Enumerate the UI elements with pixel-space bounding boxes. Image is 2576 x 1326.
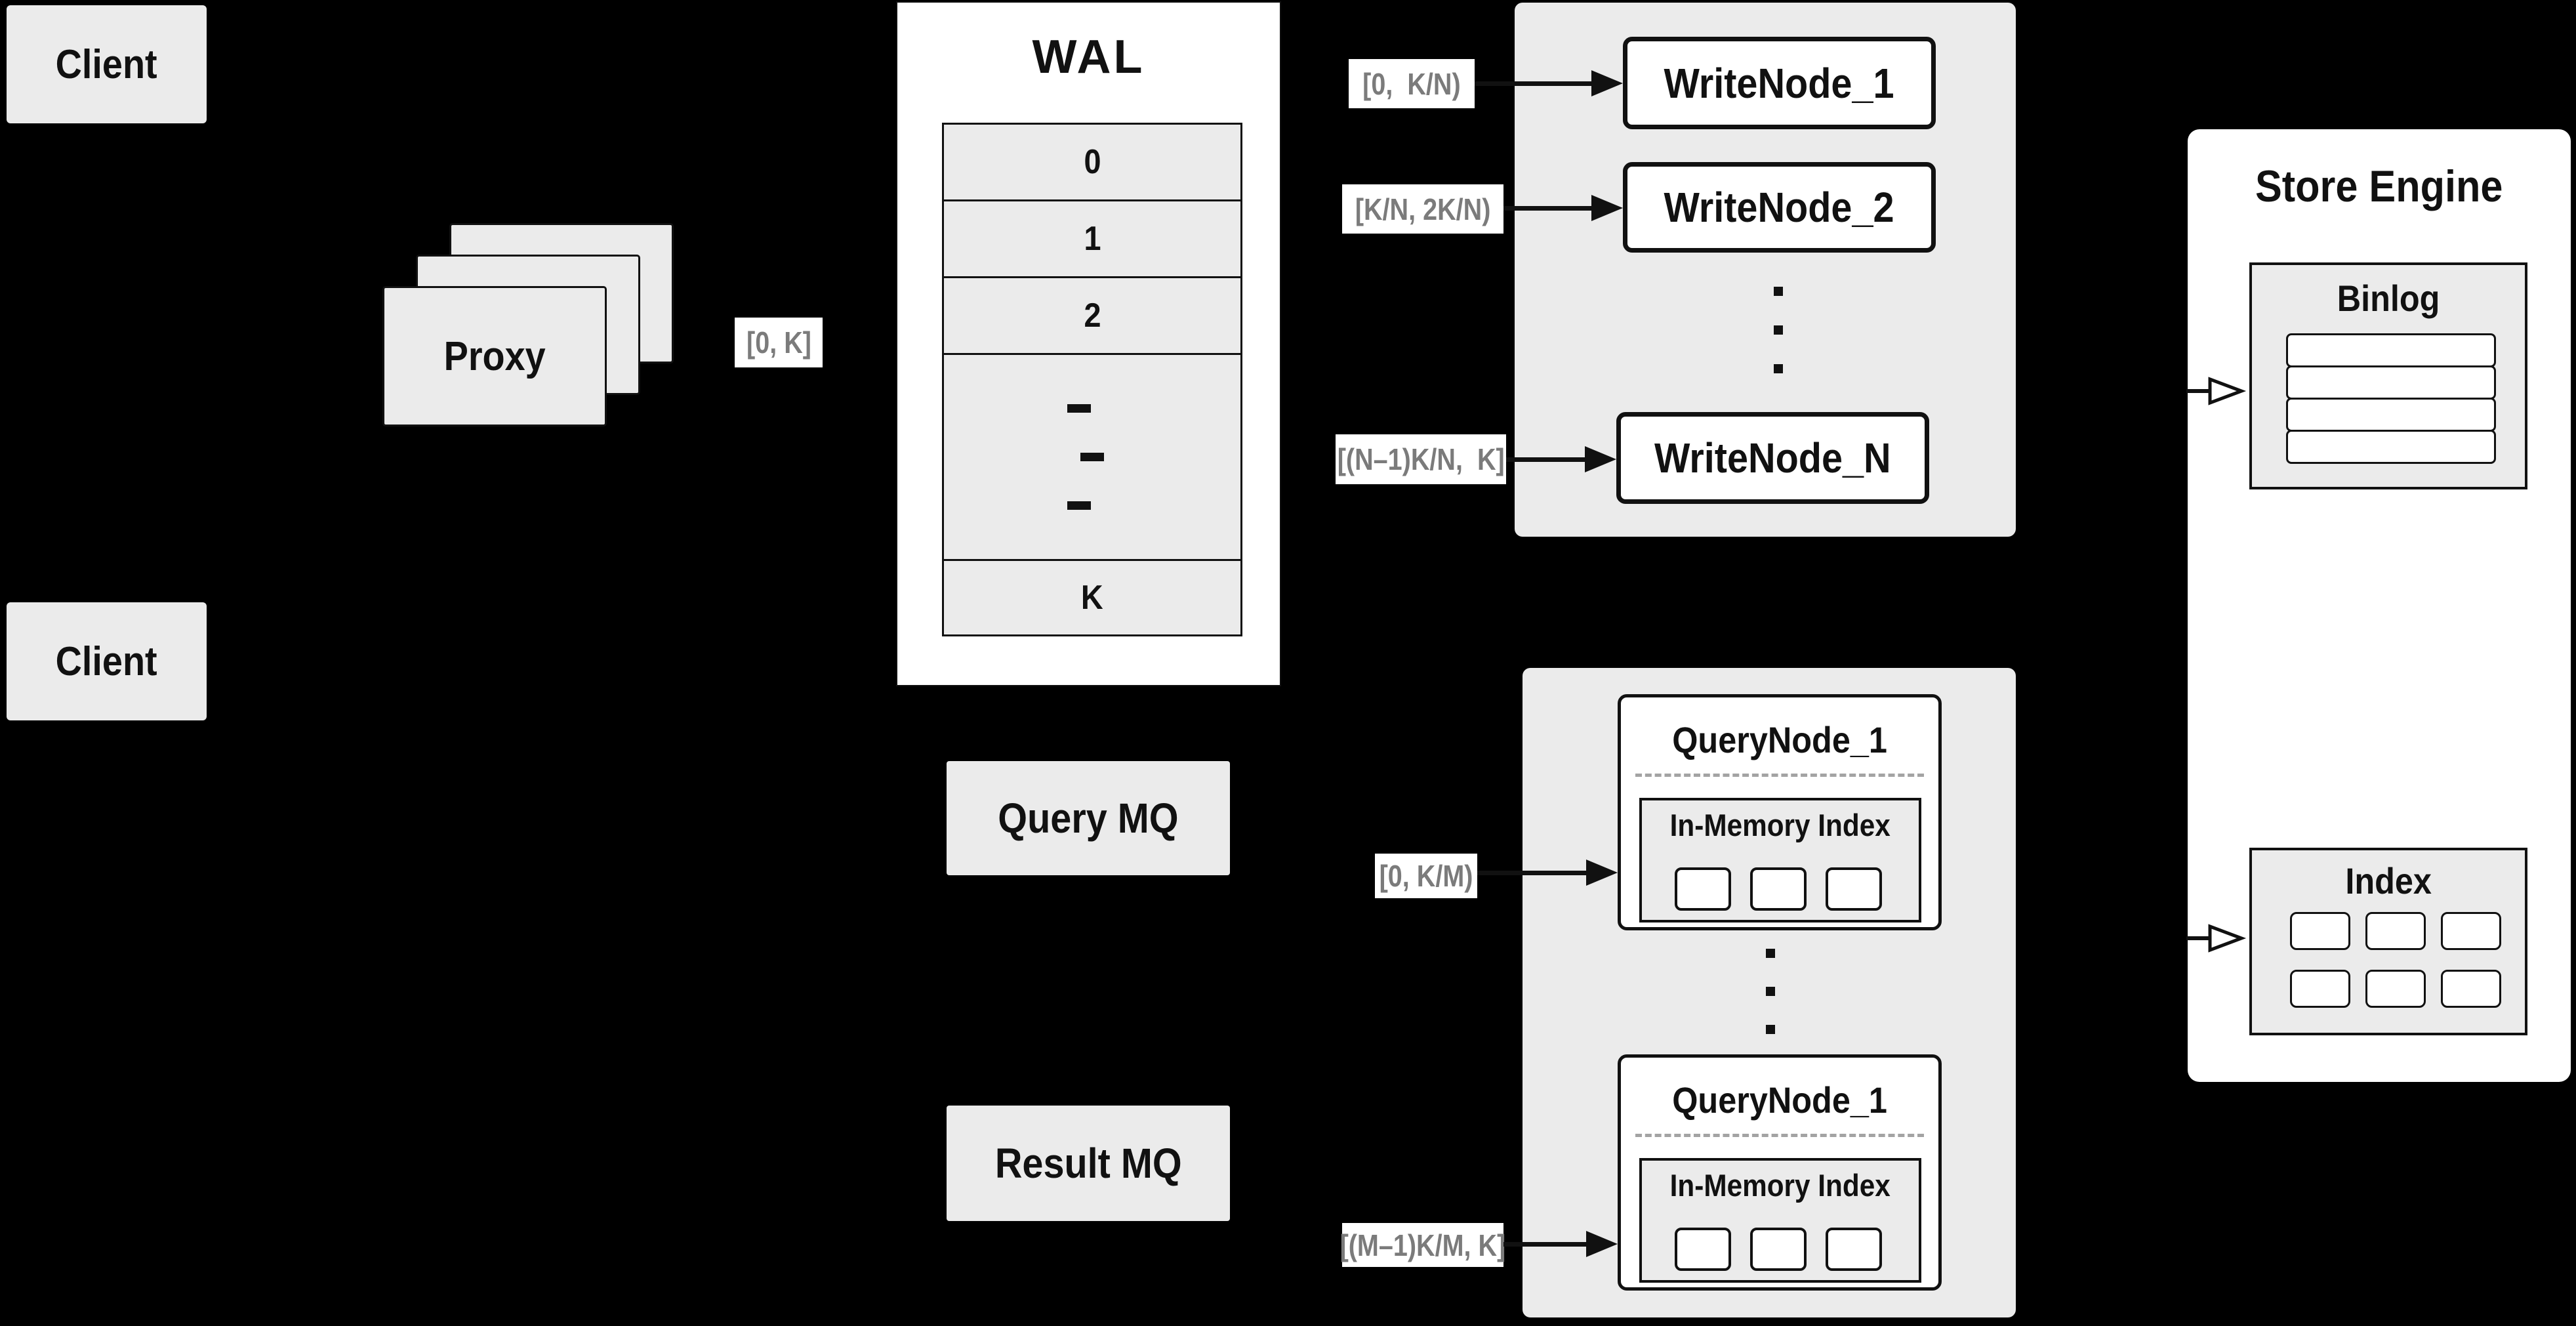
query-node-top-divider <box>1635 774 1924 777</box>
client-bottom-box: Client <box>7 602 207 720</box>
binlog-row <box>2286 430 2496 464</box>
client-top-box: Client <box>7 5 207 123</box>
range-label-query-1-text: [0, K/M) <box>1379 859 1473 893</box>
ellipsis-dot <box>1774 287 1783 296</box>
ellipsis-dash <box>1067 404 1091 413</box>
range-label-query-1: [0, K/M) <box>1375 854 1477 898</box>
wal-title: WAL <box>1032 31 1145 83</box>
binlog-row <box>2286 398 2496 432</box>
store-engine-title: Store Engine <box>2255 161 2503 211</box>
index-box: Index <box>2249 848 2527 1035</box>
segment-chip <box>1826 867 1882 911</box>
client-bottom-label: Client <box>55 638 157 684</box>
binlog-title: Binlog <box>2337 278 2440 319</box>
segment-chip <box>1750 867 1807 911</box>
binlog-row <box>2286 365 2496 400</box>
in-memory-index-top-box: In-Memory Index <box>1639 798 1921 922</box>
index-title-wrap: Index <box>2252 860 2525 902</box>
result-mq-box: Result MQ <box>947 1106 1230 1221</box>
range-label-write-n: [(N–1)K/N, K] <box>1336 434 1506 484</box>
range-label-write-n-text: [(N–1)K/N, K] <box>1337 442 1505 476</box>
query-node-top-title-wrap: QueryNode_1 <box>1621 718 1938 761</box>
index-chip <box>2365 912 2426 950</box>
range-label-write-1: [0, K/N) <box>1349 59 1475 108</box>
wal-box: WAL 0 1 2 K <box>896 1 1281 686</box>
query-node-top-box: QueryNode_1 In-Memory Index <box>1618 694 1942 930</box>
range-label-write-2: [K/N, 2K/N) <box>1342 184 1503 234</box>
wal-segment-2-label: 2 <box>1083 297 1101 335</box>
proxy-label: Proxy <box>443 333 546 379</box>
wal-segment-k: K <box>942 559 1242 636</box>
index-chip <box>2441 912 2501 950</box>
in-memory-index-bottom-title-wrap: In-Memory Index <box>1642 1167 1919 1203</box>
query-node-top-title: QueryNode_1 <box>1672 719 1887 760</box>
binlog-box: Binlog <box>2249 262 2527 489</box>
wal-segment-1: 1 <box>942 199 1242 278</box>
index-chip <box>2290 912 2350 950</box>
index-chip <box>2290 970 2350 1008</box>
write-node-1-box: WriteNode_1 <box>1623 37 1936 129</box>
result-mq-label: Result MQ <box>994 1140 1182 1187</box>
in-memory-index-top-title: In-Memory Index <box>1669 808 1891 842</box>
write-node-n-label: WriteNode_N <box>1654 434 1891 482</box>
ellipsis-dot <box>1774 325 1783 335</box>
query-node-bottom-box: QueryNode_1 In-Memory Index <box>1618 1054 1942 1291</box>
store-engine-box: Store Engine Binlog Index <box>2186 129 2571 1082</box>
in-memory-index-bottom-title: In-Memory Index <box>1669 1168 1891 1203</box>
index-title: Index <box>2345 860 2432 901</box>
wal-segment-0-label: 0 <box>1083 143 1101 181</box>
in-memory-index-bottom-box: In-Memory Index <box>1639 1158 1921 1283</box>
client-top-label: Client <box>55 41 157 87</box>
range-label-proxy: [0, K] <box>735 318 823 367</box>
wal-title-wrap: WAL <box>897 30 1280 84</box>
binlog-title-wrap: Binlog <box>2252 277 2525 320</box>
segment-chip <box>1675 867 1731 911</box>
write-node-n-box: WriteNode_N <box>1616 412 1929 504</box>
index-chip <box>2441 970 2501 1008</box>
query-node-bottom-divider <box>1635 1134 1924 1137</box>
binlog-open-arrow <box>2186 377 2247 405</box>
query-node-bottom-title: QueryNode_1 <box>1672 1079 1887 1121</box>
ellipsis-dot <box>1774 364 1783 373</box>
ellipsis-dot <box>1766 987 1775 996</box>
wal-segment-1-label: 1 <box>1083 220 1101 258</box>
query-node-bottom-title-wrap: QueryNode_1 <box>1621 1079 1938 1121</box>
write-node-2-box: WriteNode_2 <box>1623 162 1936 253</box>
wal-segment-ellipsis <box>942 353 1242 561</box>
range-label-query-m-text: [(M–1)K/M, K] <box>1339 1228 1506 1262</box>
proxy-card-front: Proxy <box>382 286 607 426</box>
write-node-2-label: WriteNode_2 <box>1664 184 1895 231</box>
query-mq-label: Query MQ <box>998 795 1179 842</box>
range-label-write-1-text: [0, K/N) <box>1362 66 1461 101</box>
in-memory-index-top-title-wrap: In-Memory Index <box>1642 807 1919 843</box>
segment-chip <box>1826 1228 1882 1271</box>
ellipsis-dash <box>1080 453 1104 461</box>
range-label-proxy-text: [0, K] <box>746 325 811 360</box>
ellipsis-dash <box>1067 501 1091 510</box>
ellipsis-dot <box>1766 1025 1775 1034</box>
query-mq-box: Query MQ <box>947 761 1230 875</box>
index-chip <box>2365 970 2426 1008</box>
binlog-row <box>2286 333 2496 367</box>
index-open-arrow <box>2186 924 2247 953</box>
wal-segment-k-label: K <box>1081 579 1103 617</box>
store-engine-title-wrap: Store Engine <box>2188 161 2571 212</box>
ellipsis-dot <box>1766 949 1775 958</box>
segment-chip <box>1675 1228 1731 1271</box>
range-label-write-2-text: [K/N, 2K/N) <box>1355 192 1491 226</box>
segment-chip <box>1750 1228 1807 1271</box>
range-label-query-m: [(M–1)K/M, K] <box>1339 1223 1506 1267</box>
wal-segment-0: 0 <box>942 123 1242 201</box>
write-node-1-label: WriteNode_1 <box>1664 59 1895 107</box>
wal-segment-2: 2 <box>942 276 1242 355</box>
